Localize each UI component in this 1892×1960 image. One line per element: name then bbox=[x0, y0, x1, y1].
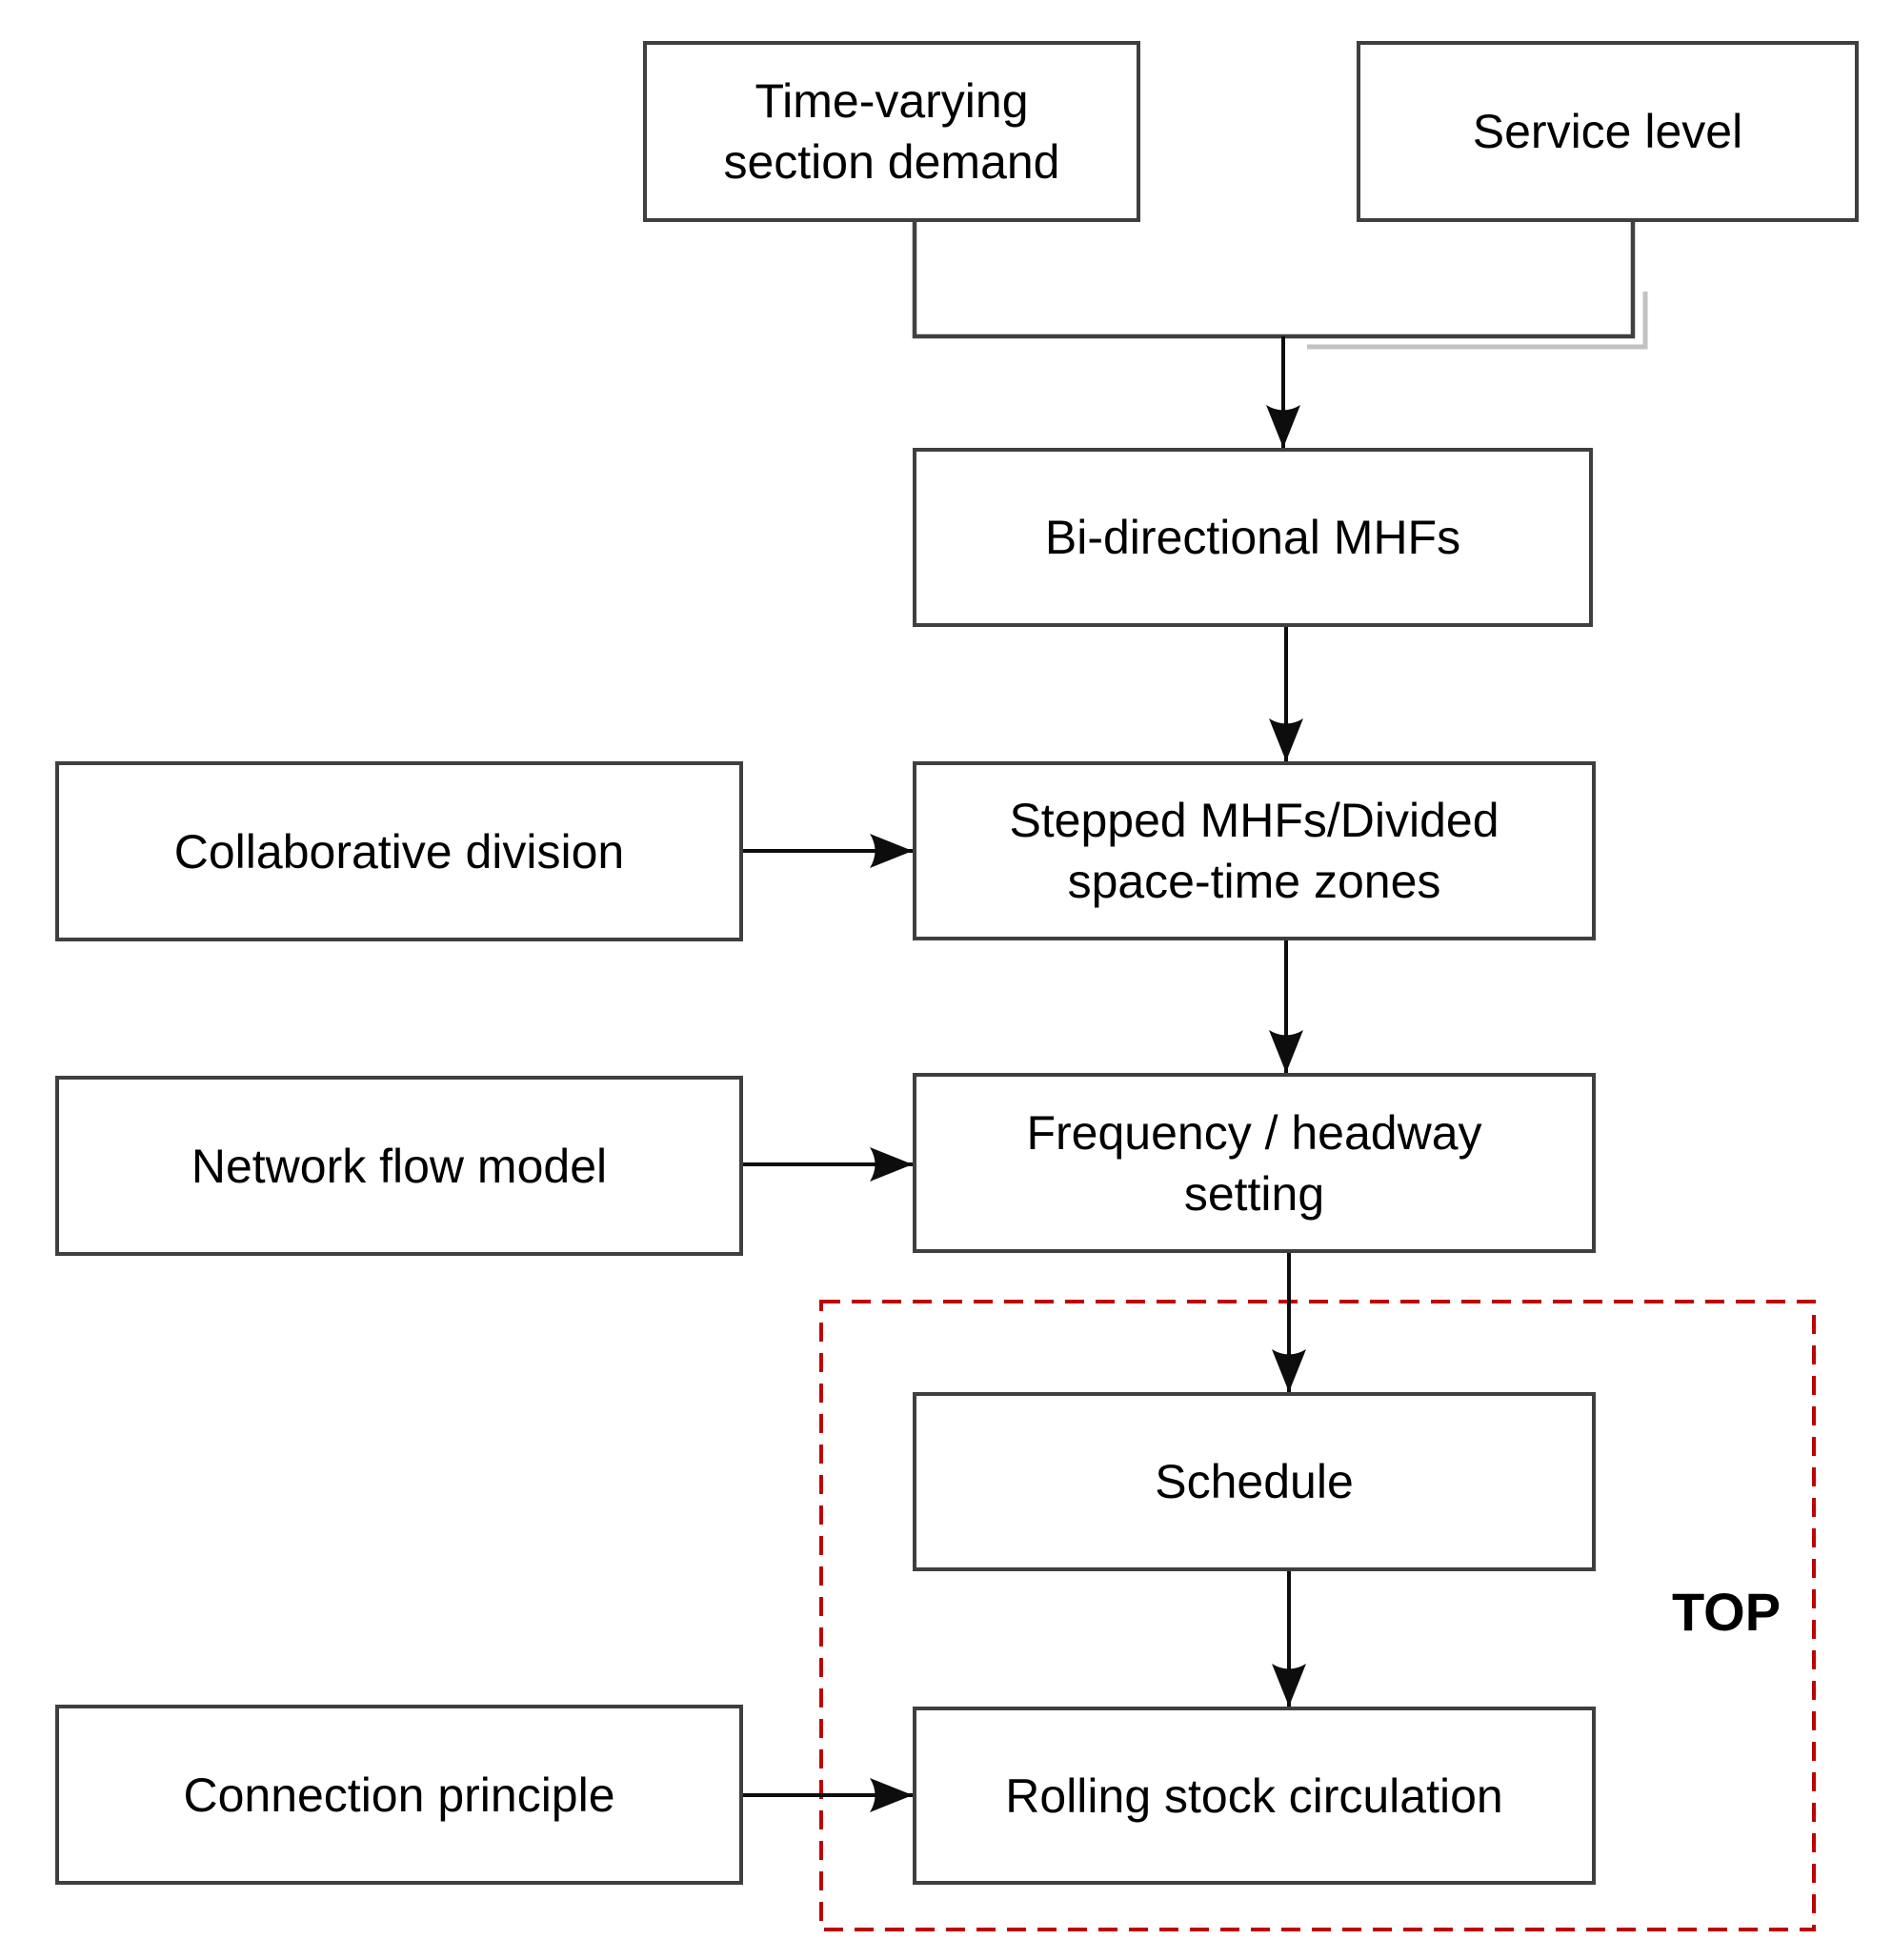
node-service-level: Service level bbox=[1357, 41, 1859, 222]
node-frequency-headway-setting: Frequency / headway setting bbox=[913, 1073, 1596, 1253]
node-bi-directional-mhfs: Bi-directional MHFs bbox=[913, 448, 1593, 627]
top-group-label: TOP bbox=[1671, 1582, 1781, 1642]
node-network-flow-model: Network flow model bbox=[55, 1076, 743, 1256]
node-rolling-stock-circulation: Rolling stock circulation bbox=[913, 1707, 1596, 1885]
node-schedule: Schedule bbox=[913, 1392, 1596, 1571]
node-time-varying-section-demand: Time-varying section demand bbox=[643, 41, 1140, 222]
node-connection-principle: Connection principle bbox=[55, 1705, 743, 1885]
node-collaborative-division: Collaborative division bbox=[55, 761, 743, 941]
top-group-dashed-outline bbox=[819, 1300, 1816, 1931]
connector-shadow-line bbox=[1307, 292, 1648, 350]
node-stepped-mhfs-divided-space-time-zones: Stepped MHFs/Divided space-time zones bbox=[913, 761, 1596, 940]
merge-connector-line bbox=[912, 222, 1636, 339]
